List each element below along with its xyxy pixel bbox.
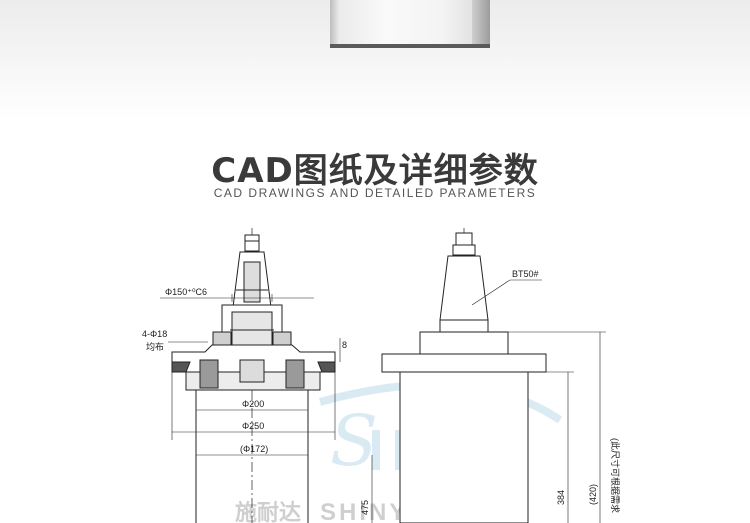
svg-text:S: S	[330, 400, 378, 482]
product-photo	[330, 0, 490, 48]
cad-drawing: S 施耐达 SHINY DAY	[142, 228, 621, 523]
dim-8: 8	[342, 340, 347, 350]
dim-h475: 475	[360, 500, 370, 515]
dim-holes: 4-Φ18	[142, 329, 167, 339]
dim-holes-note: 均布	[146, 341, 164, 352]
exterior-view	[381, 228, 606, 523]
label-taper: BT50#	[512, 269, 539, 279]
dim-h420: (420)	[588, 484, 598, 505]
watermark-cn: 施耐达	[235, 500, 301, 523]
section-title: CAD图纸及详细参数	[211, 151, 539, 191]
dim-d172: (Φ172)	[240, 444, 268, 454]
dim-d250: Φ250	[242, 421, 264, 431]
dim-d200: Φ200	[242, 399, 264, 409]
product-photo-cap	[472, 0, 490, 44]
section-view	[160, 228, 373, 523]
product-photo-lip	[330, 0, 340, 44]
dim-h384: 384	[556, 490, 566, 505]
section-subtitle: CAD DRAWINGS AND DETAILED PARAMETERS	[213, 186, 537, 200]
note-vertical: (此尺寸可根据需求	[610, 438, 621, 513]
dim-flange-dia: Φ150⁺⁰C6	[165, 287, 207, 297]
